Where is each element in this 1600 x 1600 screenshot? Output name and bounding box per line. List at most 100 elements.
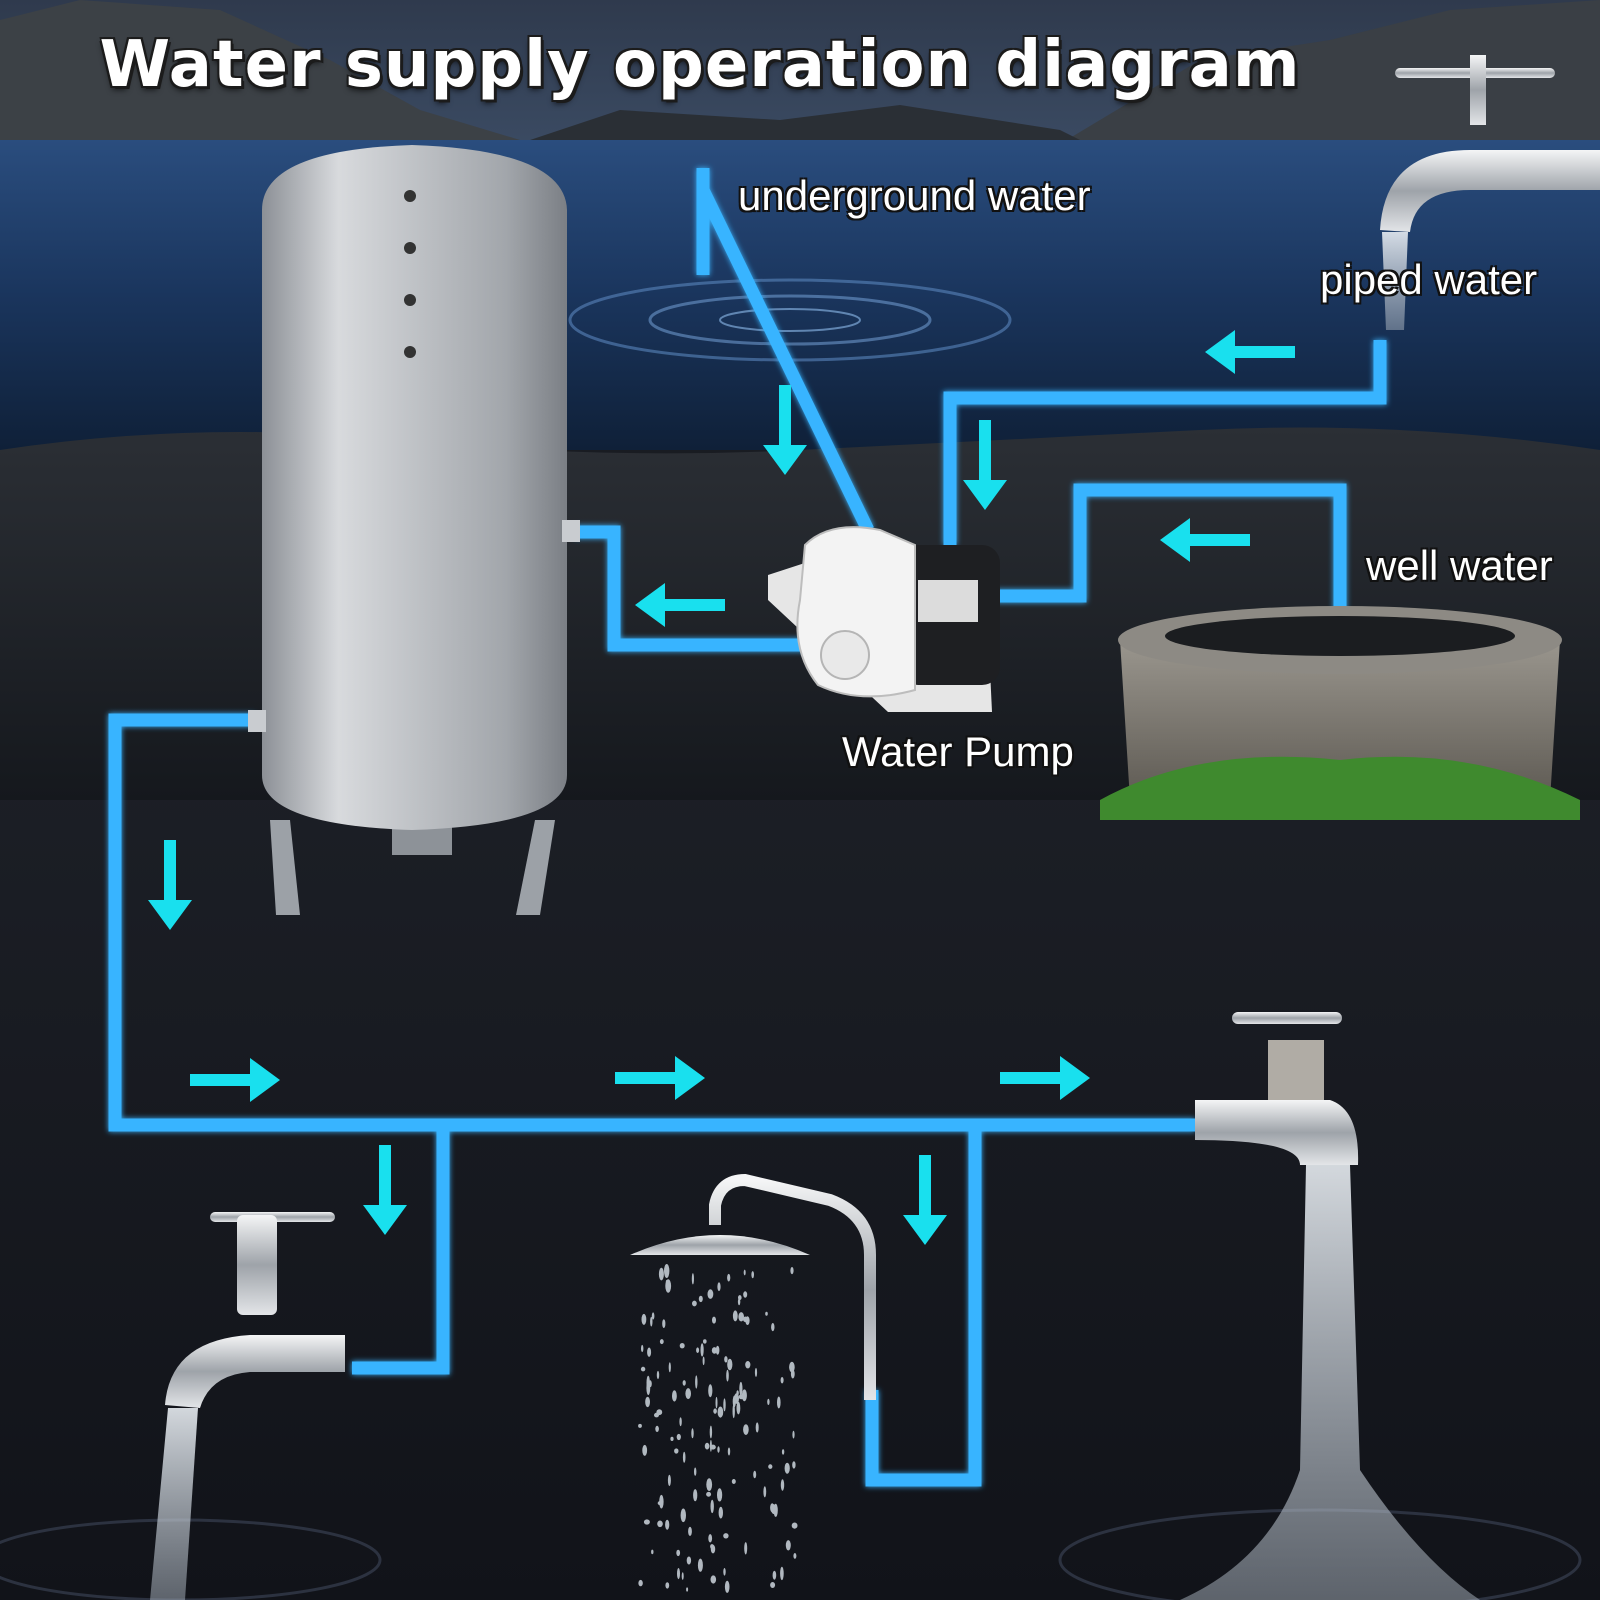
water-droplet	[708, 1534, 713, 1543]
water-droplet	[651, 1312, 655, 1320]
water-droplet	[768, 1464, 773, 1469]
water-droplet	[686, 1556, 692, 1565]
flow-arrow-left	[1160, 518, 1250, 562]
water-droplet	[641, 1344, 644, 1353]
well-water-label: well water	[1366, 542, 1553, 589]
piped-water-label: piped water	[1320, 256, 1538, 303]
water-droplet	[694, 1467, 697, 1476]
water-droplet	[693, 1489, 698, 1502]
water-ripple	[719, 308, 861, 332]
faucet-icon	[1380, 55, 1600, 330]
flow-arrow-right	[615, 1056, 705, 1100]
faucet-spout	[1195, 1100, 1359, 1165]
water-droplet	[717, 1488, 723, 1502]
faucet-body	[237, 1215, 277, 1315]
water-droplet	[717, 1406, 724, 1418]
water-stream	[150, 1408, 198, 1600]
water-droplet	[710, 1575, 717, 1584]
water-droplet	[791, 1522, 798, 1529]
water-droplet	[738, 1312, 744, 1322]
pump-volute	[820, 630, 870, 680]
water-droplet	[706, 1478, 713, 1491]
faucet-handle	[1232, 1012, 1342, 1024]
water-droplet	[682, 1380, 686, 1386]
water-droplet	[647, 1347, 652, 1357]
water-droplet	[667, 1474, 671, 1487]
tank-inlet	[562, 520, 580, 542]
water-droplet	[717, 1446, 720, 1453]
water-ripple	[648, 294, 932, 346]
water-droplet	[738, 1394, 745, 1400]
water-droplet	[672, 1390, 677, 1402]
water-droplet	[765, 1311, 768, 1316]
reflective-floor	[0, 800, 1600, 1600]
pipe-underground-line	[697, 187, 874, 533]
water-droplet	[688, 1526, 692, 1536]
water-droplet	[645, 1396, 650, 1408]
water-droplet	[753, 1470, 757, 1479]
well-opening	[1165, 616, 1515, 656]
pipe-branch-faucet	[352, 1125, 450, 1375]
water-droplet	[668, 1362, 671, 1373]
water-droplet	[739, 1381, 743, 1396]
water-droplet	[654, 1412, 659, 1418]
water-droplet	[709, 1439, 712, 1452]
shower-head-icon	[630, 1173, 876, 1593]
water-droplet	[700, 1343, 704, 1357]
water-droplet	[723, 1533, 729, 1539]
water-droplet	[715, 1345, 720, 1355]
water-droplet	[692, 1300, 697, 1307]
diagram-title: Water supply operation diagram	[99, 28, 1301, 102]
water-droplet	[781, 1449, 785, 1455]
water-droplet	[754, 1367, 758, 1377]
water-droplet	[734, 1393, 739, 1404]
water-droplet	[674, 1448, 679, 1454]
water-droplet	[707, 1289, 714, 1299]
water-droplet	[744, 1542, 748, 1555]
water-droplet	[646, 1375, 650, 1390]
water-droplet	[785, 1540, 791, 1551]
faucet-spout	[165, 1335, 345, 1408]
water-droplet	[723, 1398, 726, 1412]
water-stream	[1382, 232, 1408, 330]
shower-head	[630, 1235, 810, 1255]
water-droplet	[696, 1347, 700, 1353]
flow-arrow-left	[1205, 330, 1295, 374]
water-droplet	[651, 1549, 654, 1555]
water-droplet	[777, 1396, 781, 1409]
mountain-left	[0, 0, 520, 140]
tank-port	[404, 190, 416, 202]
water-droplet	[737, 1298, 741, 1306]
water-pump-label: Water Pump	[842, 728, 1074, 775]
water-droplet	[691, 1273, 695, 1285]
water-droplet	[772, 1570, 777, 1580]
water-droplet	[793, 1553, 797, 1559]
water-droplet	[679, 1417, 682, 1427]
water-droplet	[770, 1582, 776, 1588]
water-droplet	[743, 1424, 749, 1435]
pipe-distribution-main	[108, 713, 1195, 1132]
pipe-well-water	[995, 483, 1347, 625]
water-droplet	[641, 1313, 647, 1325]
water-droplet	[727, 1273, 731, 1282]
water-droplet	[640, 1366, 646, 1372]
water-droplet	[658, 1267, 664, 1281]
flow-arrow-right	[190, 1058, 280, 1102]
faucet-icon	[150, 1212, 345, 1600]
water-droplet	[659, 1339, 664, 1345]
water-droplet	[665, 1519, 670, 1530]
water-droplet	[662, 1319, 666, 1328]
water-droplet	[771, 1504, 776, 1515]
water-droplet	[665, 1582, 670, 1589]
water-droplet	[743, 1269, 746, 1276]
water-droplet	[731, 1479, 736, 1484]
water-droplet	[679, 1343, 685, 1349]
water-droplet	[643, 1519, 650, 1525]
flow-arrows	[148, 330, 1295, 1245]
underground-water-label: underground water	[738, 172, 1091, 219]
water-droplet	[670, 1436, 674, 1441]
pipe-network	[108, 168, 1387, 1487]
pressure-tank	[248, 145, 580, 915]
